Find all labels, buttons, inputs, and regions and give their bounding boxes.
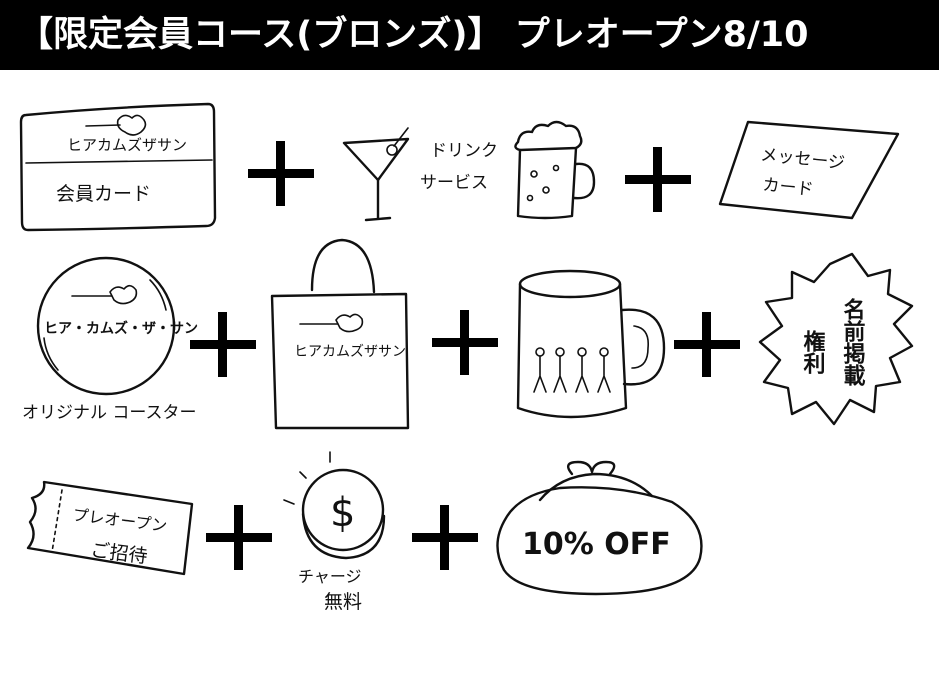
beer-mug-icon	[514, 120, 596, 220]
name-listing-col-right: 名前掲載	[840, 297, 866, 387]
plus-icon	[432, 310, 498, 375]
free-charge-line2: 無料	[324, 591, 362, 613]
ticket-icon	[26, 480, 194, 576]
name-listing: 名前掲載 権利	[758, 252, 914, 426]
preopen-invite: プレオープン ご招待	[26, 480, 194, 576]
drink-service: ドリンク サービス	[342, 120, 596, 222]
record-icon	[36, 256, 176, 396]
plus-icon	[190, 312, 256, 377]
preopen-invite-line1: プレオープン	[72, 505, 169, 535]
coaster-caption: オリジナル コースター	[22, 403, 197, 423]
plus-icon	[206, 505, 272, 570]
plus-icon	[412, 505, 478, 570]
guitar-logo-icon	[85, 114, 147, 136]
name-listing-text: 名前掲載 権利	[800, 297, 866, 387]
coaster-brand: ヒア・カムズ・ザ・サン	[44, 320, 198, 337]
mug	[516, 269, 666, 419]
tote-bag: ヒアカムズザサン	[270, 238, 410, 430]
member-card: ヒアカムズザサン 会員カード	[19, 102, 217, 232]
header-bar: 【限定会員コース(ブロンズ)】 プレオープン8/10	[0, 0, 939, 70]
cocktail-glass-icon	[342, 127, 410, 222]
member-card-brand: ヒアカムズザサン	[67, 136, 187, 154]
plus-icon	[625, 147, 691, 212]
tote-bag-icon	[270, 238, 410, 430]
coin-symbol: $	[330, 490, 355, 536]
free-charge-line1: チャージ	[298, 567, 362, 586]
coaster: ヒア・カムズ・ザ・サン オリジナル コースター	[22, 256, 198, 423]
coin-purse-icon	[496, 460, 703, 596]
drink-service-line1: ドリンク	[430, 141, 498, 161]
discount-label: 10% OFF	[522, 527, 671, 562]
message-card: メッセージ カード	[718, 120, 900, 220]
coin-icon	[283, 451, 386, 560]
message-card-line1: メッセージ	[759, 145, 845, 174]
drink-service-line2: サービス	[420, 173, 488, 193]
tote-bag-brand: ヒアカムズザサン	[294, 344, 406, 360]
name-listing-col-left: 権利	[800, 329, 826, 375]
benefits-illustration: ヒアカムズザサン 会員カード ドリンク サービス	[0, 70, 939, 682]
walking-figures-icon	[533, 347, 611, 393]
plus-icon	[248, 141, 314, 206]
message-card-line2: カード	[761, 175, 814, 200]
free-charge: $ チャージ 無料	[283, 451, 386, 613]
discount: 10% OFF	[496, 460, 703, 596]
page-title: 【限定会員コース(ブロンズ)】 プレオープン8/10	[18, 15, 809, 55]
mug-icon	[516, 269, 666, 419]
preopen-invite-line2: ご招待	[89, 539, 148, 568]
plus-icon	[674, 312, 740, 377]
member-card-label: 会員カード	[56, 183, 151, 205]
